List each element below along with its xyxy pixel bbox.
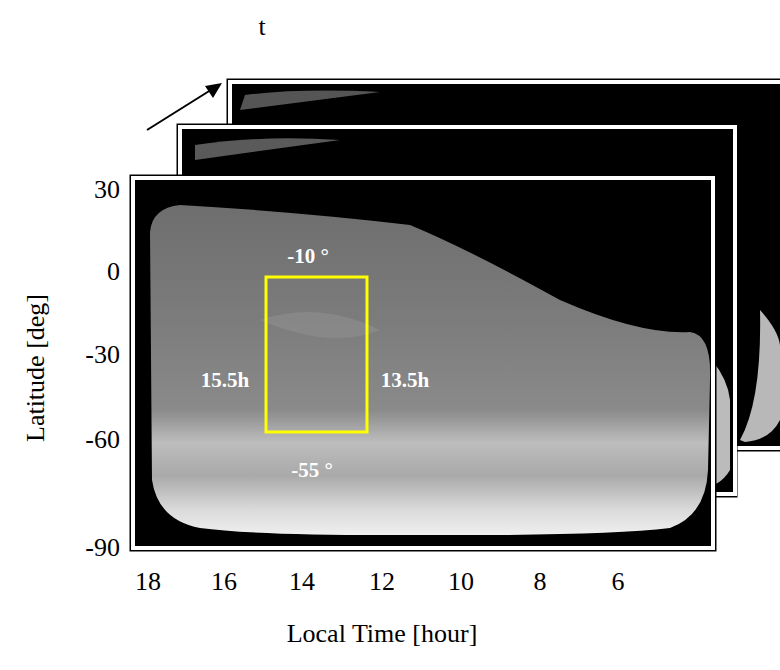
region-label: 13.5h (381, 370, 429, 391)
tick-label: 12 (369, 569, 395, 595)
tick-label: 8 (534, 569, 547, 595)
tick-label: 18 (135, 569, 161, 595)
tick-label: -30 (85, 342, 120, 368)
region-label: -10 ° (287, 246, 329, 267)
tick-label: 10 (448, 569, 474, 595)
tick-label: 16 (211, 569, 237, 595)
tick-label: -90 (85, 535, 120, 561)
tick-label: 0 (107, 259, 120, 285)
region-label: -55 ° (291, 460, 333, 481)
tick-label: 6 (612, 569, 625, 595)
axis-title: Latitude [deg] (23, 294, 49, 442)
axis-title: Local Time [hour] (287, 621, 478, 647)
axis-symbol: t (258, 14, 265, 40)
tick-label: 30 (94, 177, 120, 203)
tick-label: -60 (85, 427, 120, 453)
region-label: 15.5h (201, 370, 249, 391)
tick-label: 14 (289, 569, 315, 595)
